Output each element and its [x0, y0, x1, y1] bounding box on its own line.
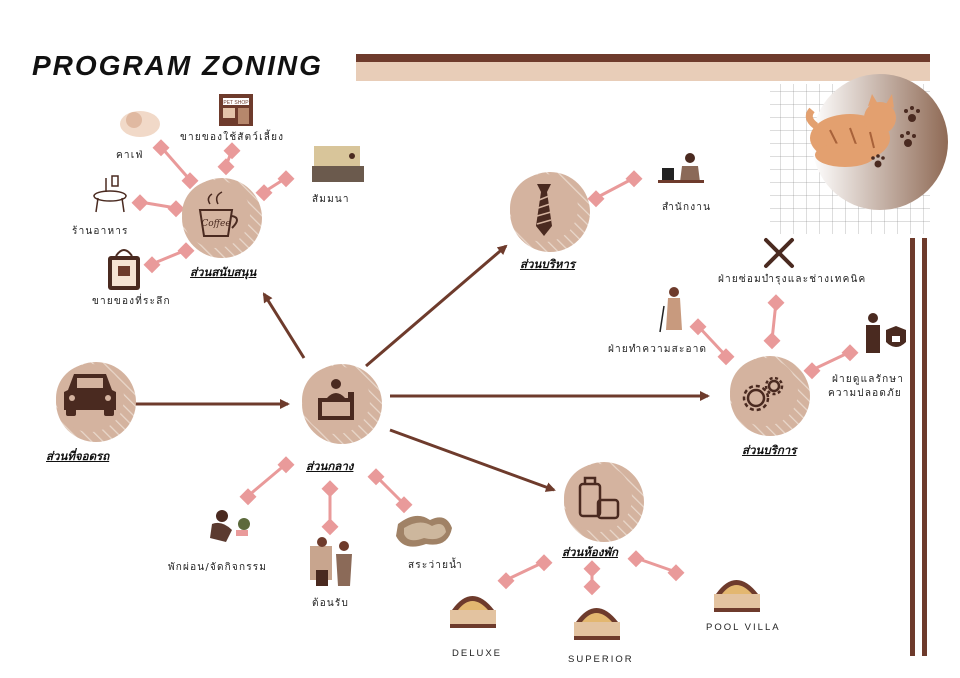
arrow-central-rooms [389, 428, 556, 492]
coffee-cup-icon: Coffee [198, 191, 238, 237]
zone-central [302, 364, 382, 444]
zone-service [730, 356, 810, 436]
zone-label-rooms: ส่วนห้องพัก [562, 545, 618, 559]
label-deluxe: DELUXE [452, 648, 503, 659]
wrench-icon [764, 238, 794, 268]
cat-illustration [770, 74, 948, 234]
side-bar-1 [910, 238, 915, 656]
tie-icon [536, 184, 552, 236]
zone-label-admin: ส่วนบริหาร [520, 257, 576, 271]
label-pool: สระว่ายน้ำ [408, 560, 463, 571]
side-bar-2 [922, 238, 927, 656]
header-bar-light [356, 62, 930, 81]
luggage-icon [578, 476, 620, 520]
petshop-sign: PET SHOP [223, 100, 249, 106]
zone-admin [510, 172, 590, 252]
zone-label-service: ส่วนบริการ [742, 443, 797, 457]
office-worker-icon [658, 153, 704, 183]
label-maintenance: ฝ่ายซ่อมบำรุงและช่างเทคนิค [718, 274, 867, 285]
bed-icon-poolvilla [714, 580, 760, 612]
label-office: สำนักงาน [662, 202, 712, 213]
security-guard-icon [866, 313, 906, 353]
restaurant-icon [93, 175, 127, 213]
pool-icon [396, 515, 452, 547]
cat-icon [805, 94, 896, 167]
gears-icon [742, 376, 784, 412]
arrow-central-support [262, 292, 306, 359]
reception-desk-icon [318, 379, 354, 420]
flow-arrows [134, 244, 710, 492]
label-restaurant: ร้านอาหาร [72, 226, 129, 237]
label-superior: SUPERIOR [568, 654, 634, 665]
zone-label-parking: ส่วนที่จอดรถ [46, 449, 110, 463]
zone-support: Coffee [182, 178, 262, 258]
bed-icon-deluxe [450, 596, 496, 628]
label-cafe: คาเฟ่ [116, 150, 144, 161]
seminar-icon [312, 146, 364, 182]
zone-rooms [564, 462, 644, 542]
cleaner-icon [659, 287, 682, 333]
souvenir-bag-icon [108, 249, 140, 290]
car-icon [64, 374, 116, 416]
bed-icon-superior [574, 608, 620, 640]
reception-people-icon [310, 537, 352, 586]
label-petshop: ขายของใช้สัตว์เลี้ยง [180, 132, 285, 143]
relax-icon [210, 510, 250, 542]
page-title: PROGRAM ZONING [32, 50, 323, 81]
zone-label-support: ส่วนสนับสนุน [190, 265, 257, 279]
petshop-icon: PET SHOP [219, 94, 253, 126]
label-seminar: สัมมนา [312, 194, 350, 205]
label-relax: พักผ่อน/จัดกิจกรรม [168, 562, 268, 573]
paw-icon [871, 106, 920, 168]
cafe-icon [120, 111, 160, 137]
label-reception: ต้อนรับ [312, 598, 350, 609]
header-bar-dark [356, 54, 930, 62]
connectors [131, 139, 859, 596]
coffee-text: Coffee [201, 219, 230, 229]
label-cleaning: ฝ่ายทำความสะอาด [608, 344, 708, 355]
label-security-line2: ความปลอดภัย [828, 388, 902, 399]
label-souvenir: ขายของที่ระลึก [92, 296, 171, 307]
label-poolvilla: POOL VILLA [706, 622, 781, 633]
zone-parking [56, 362, 136, 442]
label-security-line1: ฝ่ายดูแลรักษา [832, 374, 905, 385]
zone-label-central: ส่วนกลาง [306, 459, 354, 473]
arrow-central-admin [365, 244, 508, 368]
